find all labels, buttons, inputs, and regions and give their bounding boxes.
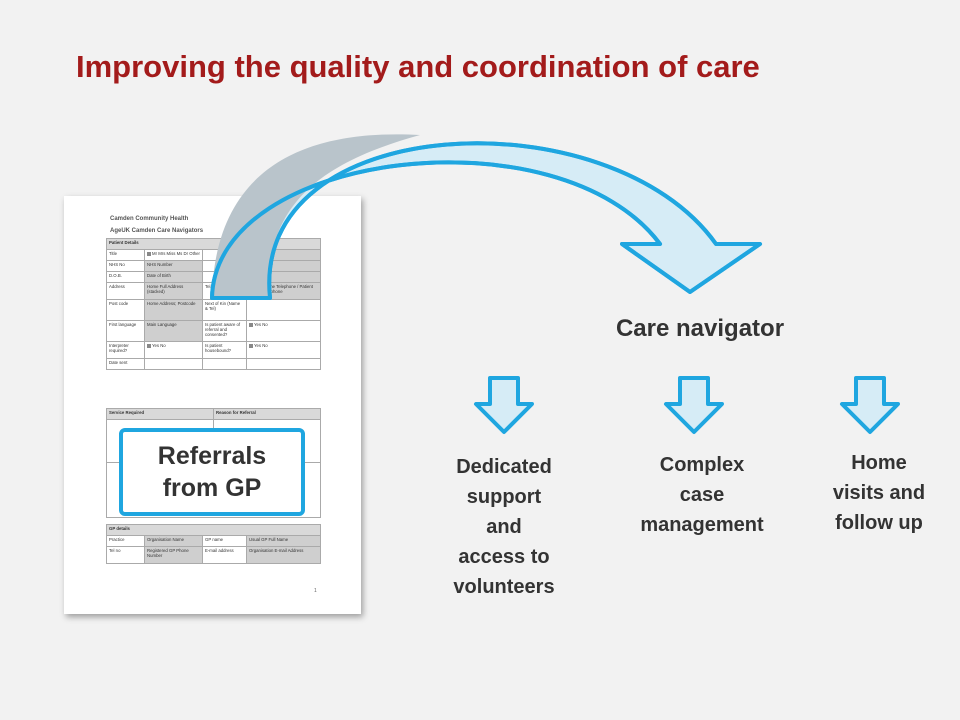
down-arrow-icon bbox=[474, 376, 534, 434]
table-row: Interpreter required? Yes No Is patient … bbox=[106, 341, 321, 359]
table-row: Date sent bbox=[106, 358, 321, 370]
table-row: Tel no Registered GP Phone Number E-mail… bbox=[106, 546, 321, 564]
curved-arrow-shade bbox=[212, 134, 420, 298]
step-dedicated-support: Dedicated support and access to voluntee… bbox=[453, 456, 555, 598]
step-complex-case-management: Complex case management bbox=[640, 454, 764, 536]
slide-title: Improving the quality and coordination o… bbox=[76, 49, 760, 84]
care-navigator-label: Care navigator bbox=[615, 315, 785, 342]
form-subtitle: AgeUK Camden Care Navigators bbox=[110, 228, 204, 234]
gp-details-table: GP details Practice Organisation Name GP… bbox=[106, 524, 321, 564]
gp-details-header: GP details bbox=[106, 524, 321, 536]
table-row: First language Main Language Is patient … bbox=[106, 320, 321, 342]
patient-details-table: Patient Details Title Mr Mrs Miss Ms Dr … bbox=[106, 238, 321, 370]
curved-arrow-outline bbox=[210, 141, 762, 300]
table-row: Practice Organisation Name GP name Usual… bbox=[106, 535, 321, 547]
step-home-visits: Home visits and follow up bbox=[832, 452, 926, 534]
down-arrow-icon bbox=[664, 376, 724, 434]
down-arrow-icon bbox=[840, 376, 900, 434]
form-org-name: Camden Community Health bbox=[110, 216, 189, 222]
referrals-callout: Referrals from GP bbox=[119, 428, 305, 516]
page-number: 1 bbox=[314, 588, 317, 594]
